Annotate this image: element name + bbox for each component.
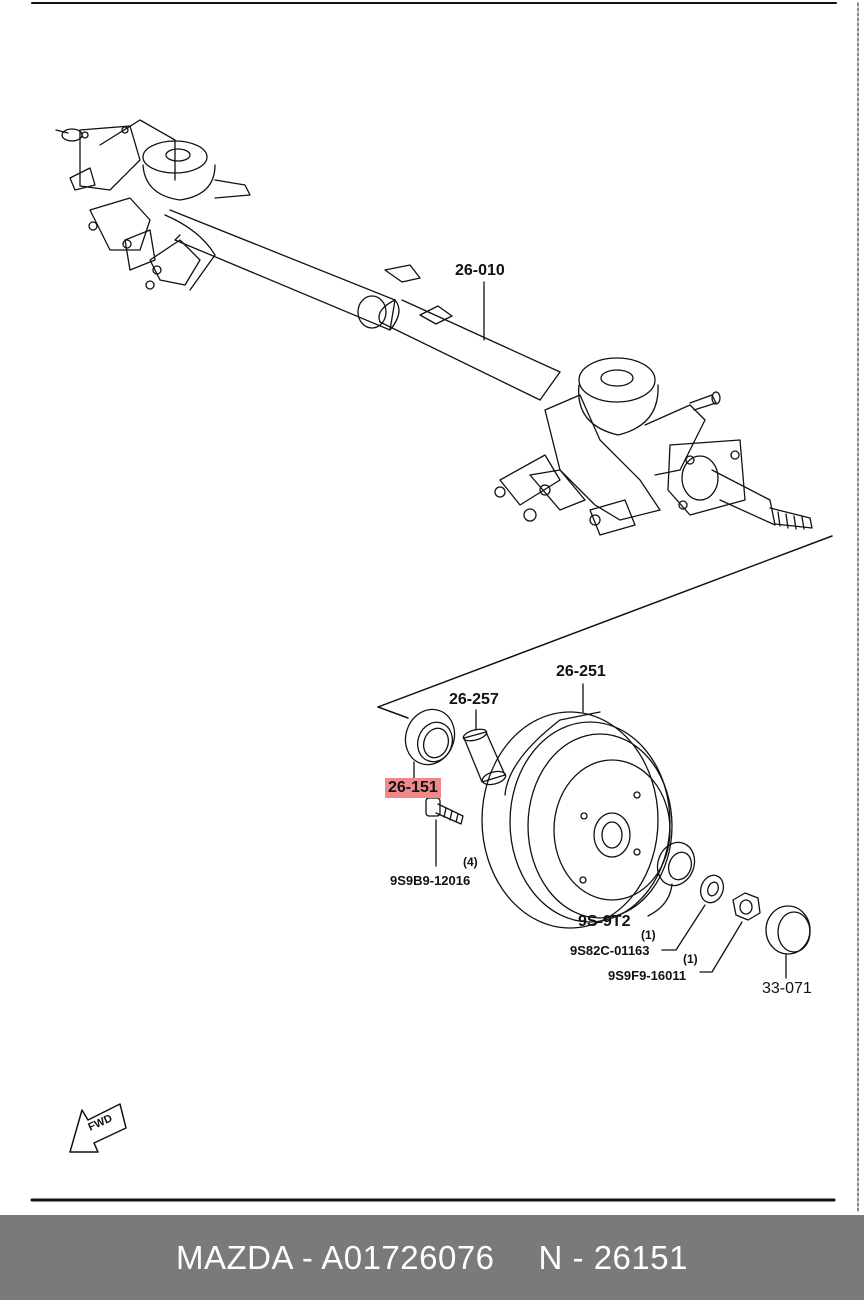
label-washer: 9S82C-01163 <box>570 943 650 958</box>
spacer-drawing <box>462 709 507 786</box>
label-cap-33-071: 33-071 <box>762 980 812 997</box>
oil-seal-drawing <box>404 708 456 783</box>
footer-part-number: MAZDA - A01726076 <box>176 1238 495 1276</box>
label-bearing-qty: (1) <box>641 928 656 942</box>
parts-diagram <box>30 2 859 1213</box>
label-bolt-qty: (4) <box>463 855 478 869</box>
fwd-arrow-icon <box>69 1103 127 1153</box>
label-bearing-9S-9T2: 9S-9T2 <box>578 913 631 930</box>
footer-code: N - 26151 <box>538 1238 688 1276</box>
label-drum-26-251: 26-251 <box>556 663 606 680</box>
footer-bar: MAZDA - A01726076 N - 26151 <box>0 1215 864 1300</box>
brake-drum-drawing <box>481 683 673 929</box>
label-axle-26-010: 26-010 <box>455 262 505 279</box>
bearing-drawing <box>647 841 696 917</box>
washer-drawing <box>661 874 725 951</box>
label-bolt: 9S9B9-12016 <box>390 873 471 888</box>
label-nut: 9S9F9-16011 <box>608 968 687 983</box>
label-nut-qty: (1) <box>683 952 698 966</box>
nut-drawing <box>699 892 761 973</box>
label-seal-26-151: 26-151 <box>385 778 441 798</box>
axle-housing-drawing <box>55 119 813 536</box>
hub-bolt-drawing <box>425 797 464 867</box>
label-spacer-26-257: 26-257 <box>449 691 499 708</box>
grease-cap-drawing <box>765 905 811 979</box>
